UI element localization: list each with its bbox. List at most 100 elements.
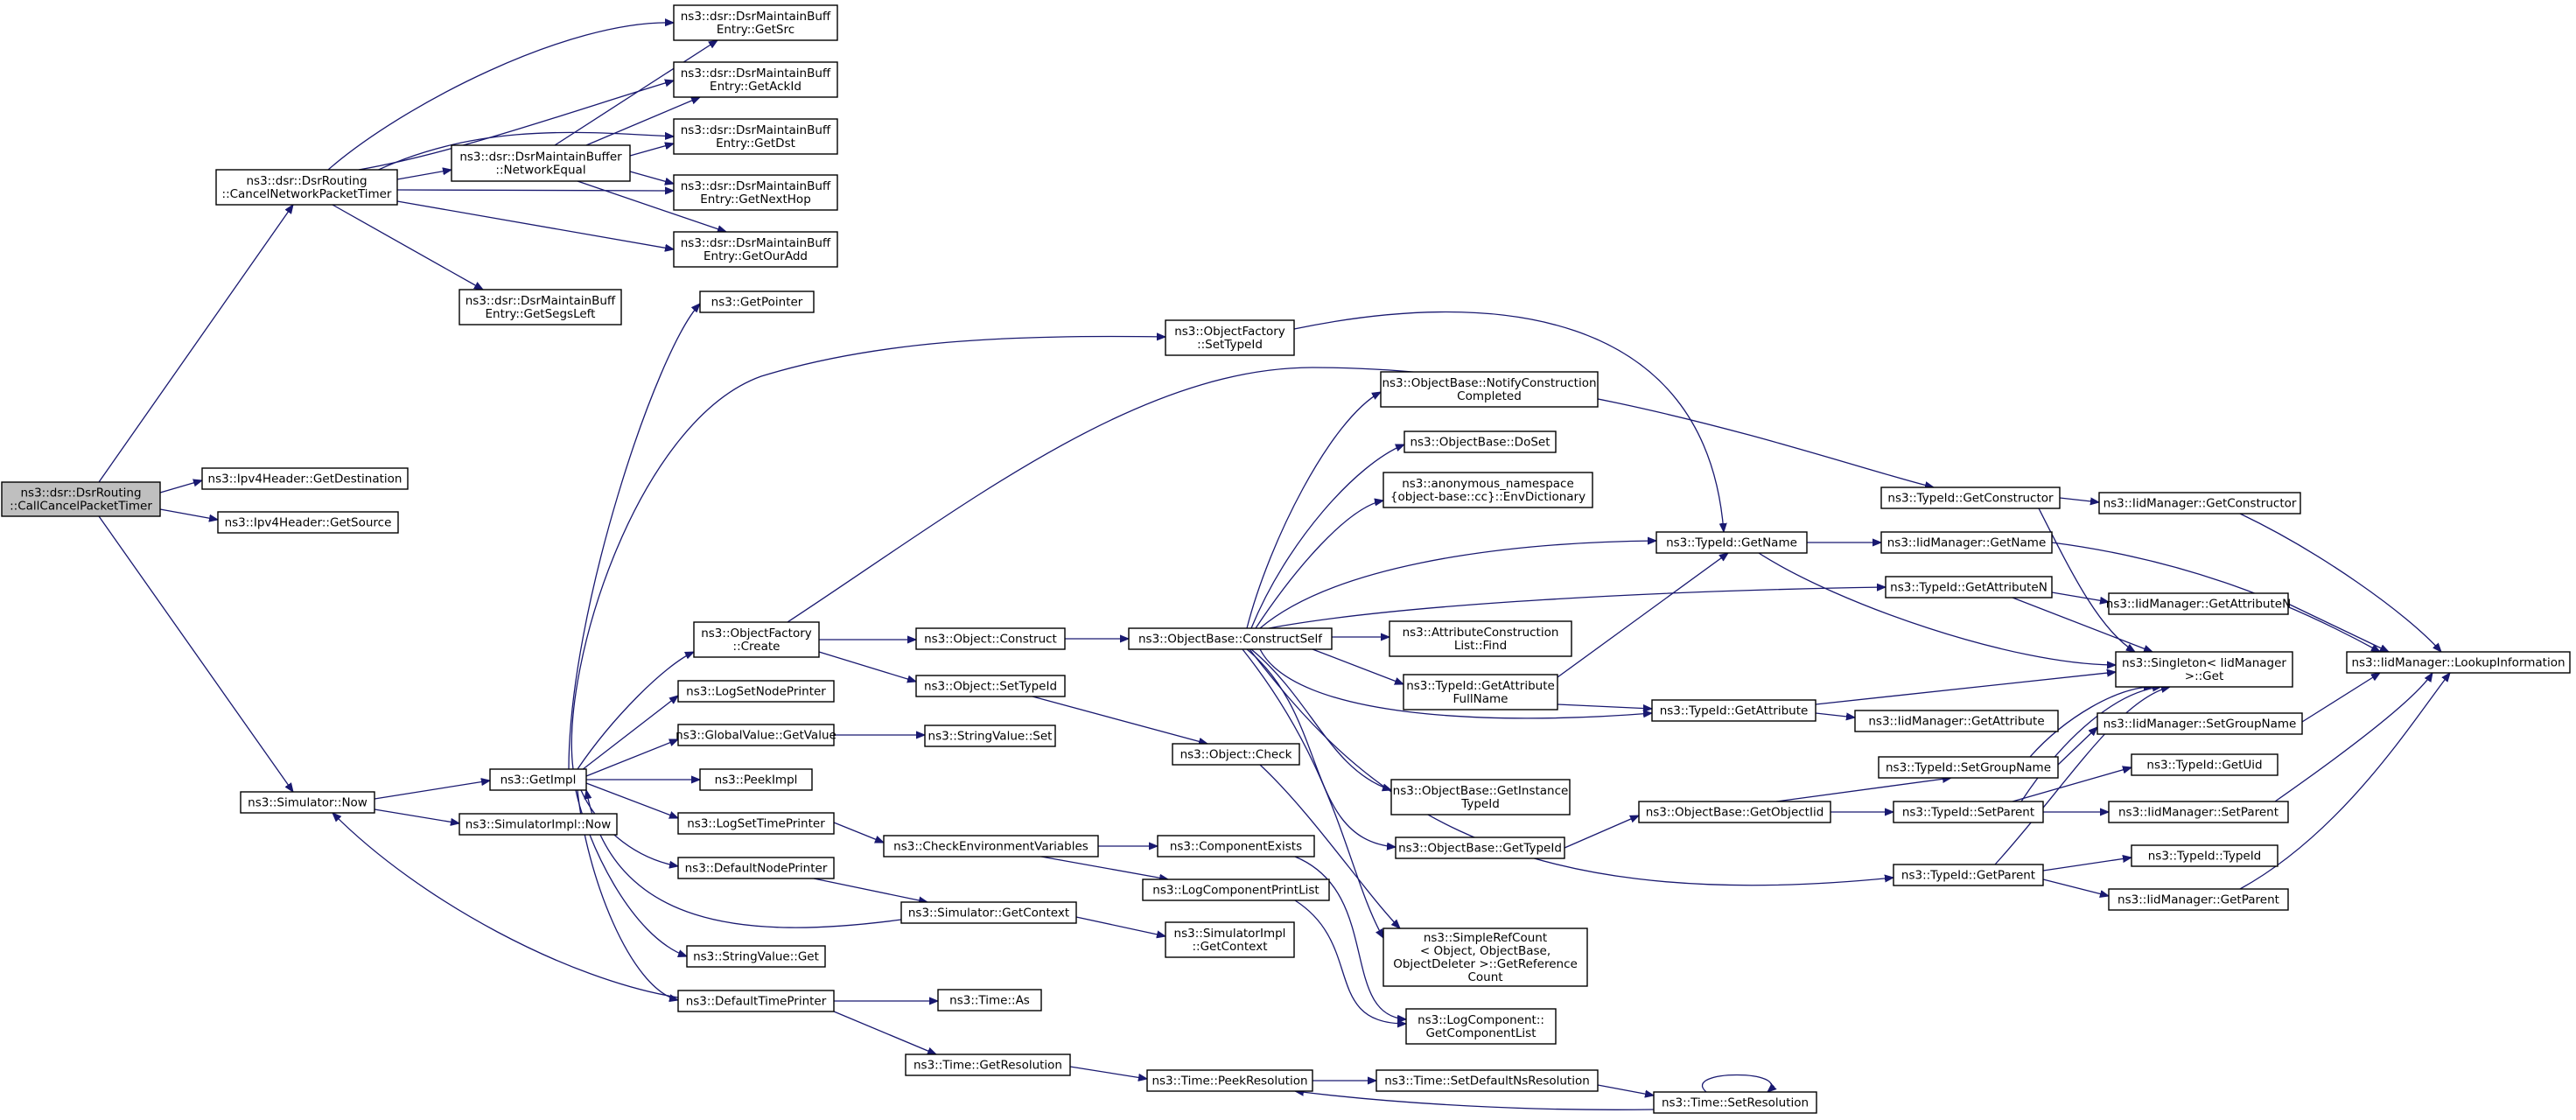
node-ipv4src[interactable]: ns3::Ipv4Header::GetSource <box>217 511 399 534</box>
node-label-line: ns3::TypeId::SetGroupName <box>1886 761 2051 775</box>
node-obnotify[interactable]: ns3::ObjectBase::NotifyConstructionCompl… <box>1380 371 1599 408</box>
node-box <box>915 627 1066 650</box>
node-imlookup[interactable]: ns3::IidManager::LookupInformation <box>2346 651 2571 674</box>
node-simplerefcount[interactable]: ns3::SimpleRefCount< Object, ObjectBase,… <box>1382 928 1588 987</box>
node-timegetres[interactable]: ns3::Time::GetResolution <box>905 1054 1071 1076</box>
node-tidgetuid[interactable]: ns3::TypeId::GetUid <box>2131 753 2278 776</box>
node-obgetobjtid[interactable]: ns3::ObjectBase::GetObjectIid <box>1638 801 1831 823</box>
node-logcompprint[interactable]: ns3::LogComponentPrintList <box>1142 878 1330 901</box>
node-box <box>1382 472 1593 508</box>
node-label-line: ns3::dsr::DsrRouting <box>246 174 367 188</box>
node-label-line: ns3::TypeId::GetName <box>1666 536 1797 550</box>
node-box <box>673 231 838 268</box>
node-compexists[interactable]: ns3::ComponentExists <box>1157 835 1315 858</box>
node-imgetctor[interactable]: ns3::IidManager::GetConstructor <box>2098 492 2301 514</box>
node-obgettypeid[interactable]: ns3::ObjectBase::GetTypeId <box>1395 836 1565 859</box>
node-ipv4dst[interactable]: ns3::Ipv4Header::GetDestination <box>201 467 409 490</box>
node-obconstructself[interactable]: ns3::ObjectBase::ConstructSelf <box>1128 627 1333 650</box>
node-checkenv[interactable]: ns3::CheckEnvironmentVariables <box>883 835 1099 858</box>
node-objconstruct[interactable]: ns3::Object::Construct <box>915 627 1066 650</box>
node-envdict[interactable]: ns3::anonymous_namespace{object-base::cc… <box>1382 472 1593 508</box>
node-timeas[interactable]: ns3::Time::As <box>937 989 1042 1012</box>
node-cancel[interactable]: ns3::dsr::DsrRouting::CancelNetworkPacke… <box>215 169 398 206</box>
node-simimplnow[interactable]: ns3::SimulatorImpl::Now <box>458 813 618 836</box>
node-ofsettypeid[interactable]: ns3::ObjectFactory::SetTypeId <box>1165 319 1295 356</box>
call-edge-root-to-simnow <box>98 515 293 792</box>
call-edge-getimpl-to-ofcreate <box>577 651 694 770</box>
node-timesetres[interactable]: ns3::Time::SetResolution <box>1653 1091 1817 1114</box>
node-label-line: ns3::AttributeConstruction <box>1403 626 1559 640</box>
node-tidgetattr[interactable]: ns3::TypeId::GetAttribute <box>1651 699 1816 722</box>
node-label-line: ns3::IidManager::GetParent <box>2118 893 2279 907</box>
node-imgetname[interactable]: ns3::IidManager::GetName <box>1880 531 2053 554</box>
call-edge-cancel-to-getouradd <box>396 200 674 249</box>
node-tidgetname[interactable]: ns3::TypeId::GetName <box>1656 531 1808 554</box>
node-imgetattr[interactable]: ns3::IidManager::GetAttribute <box>1854 710 2059 732</box>
node-label-line: ns3::Object::Construct <box>924 633 1057 647</box>
node-gvgetvalue[interactable]: ns3::GlobalValue::GetValue <box>676 724 836 746</box>
node-box <box>1146 1069 1313 1092</box>
call-edges <box>98 23 2450 1110</box>
node-imgetparent[interactable]: ns3::IidManager::GetParent <box>2108 888 2289 911</box>
node-ofcreate[interactable]: ns3::ObjectFactory::Create <box>693 621 820 658</box>
node-label-line: Entry::GetOurAdd <box>704 249 808 263</box>
call-edge-obconstructself-to-tidgetattrn <box>1268 587 1886 629</box>
node-label-line: ns3::IidManager::GetName <box>1887 536 2047 550</box>
node-netequal[interactable]: ns3::dsr::DsrMaintainBuffer::NetworkEqua… <box>451 144 631 182</box>
node-objcheck[interactable]: ns3::Object::Check <box>1172 743 1300 766</box>
node-label-line: ns3::Ipv4Header::GetDestination <box>208 472 402 486</box>
call-edge-ofcreate-to-tidgetctor <box>787 367 1934 623</box>
node-logsettime[interactable]: ns3::LogSetTimePrinter <box>677 812 835 835</box>
node-peekimpl[interactable]: ns3::PeekImpl <box>699 768 813 791</box>
node-label-line: ns3::ObjectBase::GetObjectIid <box>1646 806 1824 820</box>
node-singletonget[interactable]: ns3::Singleton< IidManager>::Get <box>2115 651 2293 688</box>
node-box <box>693 621 820 658</box>
node-imsetparent[interactable]: ns3::IidManager::SetParent <box>2108 801 2289 823</box>
call-edge-netequal-to-getsrc <box>554 40 718 146</box>
node-tidsetgroup[interactable]: ns3::TypeId::SetGroupName <box>1878 756 2059 779</box>
node-label-line: ns3::IidManager::GetAttributeN <box>2106 598 2291 612</box>
node-deftimeprinter[interactable]: ns3::DefaultTimePrinter <box>677 990 835 1012</box>
node-defnodeprinter[interactable]: ns3::DefaultNodePrinter <box>677 857 835 879</box>
node-root[interactable]: ns3::dsr::DsrRouting::CallCancelPacketTi… <box>1 481 161 517</box>
node-imsetgroup[interactable]: ns3::IidManager::SetGroupName <box>2096 712 2303 735</box>
node-objsettypeid[interactable]: ns3::Object::SetTypeId <box>915 675 1066 697</box>
node-logsetnode[interactable]: ns3::LogSetNodePrinter <box>677 680 835 703</box>
node-tidgetattrn[interactable]: ns3::TypeId::GetAttributeN <box>1885 576 2053 598</box>
node-tidgetparent[interactable]: ns3::TypeId::GetParent <box>1893 864 2044 886</box>
node-getpointer[interactable]: ns3::GetPointer <box>699 290 815 313</box>
node-label-line: Entry::GetSrc <box>717 23 794 37</box>
node-simnow[interactable]: ns3::Simulator::Now <box>240 791 375 814</box>
node-getnexthop[interactable]: ns3::dsr::DsrMaintainBuffEntry::GetNextH… <box>673 174 838 211</box>
node-label-line: {object-base::cc}::EnvDictionary <box>1390 490 1586 504</box>
node-timepeekres[interactable]: ns3::Time::PeekResolution <box>1146 1069 1313 1092</box>
node-tidtypeid[interactable]: ns3::TypeId::TypeId <box>2131 844 2278 867</box>
node-obdoset[interactable]: ns3::ObjectBase::DoSet <box>1404 430 1557 453</box>
call-edge-tidgetctor-to-singletonget <box>2038 508 2135 652</box>
node-getsegsleft[interactable]: ns3::dsr::DsrMaintainBuffEntry::GetSegsL… <box>458 289 622 326</box>
node-getouradd[interactable]: ns3::dsr::DsrMaintainBuffEntry::GetOurAd… <box>673 231 838 268</box>
call-edge-getimpl-to-gvgetvalue <box>585 738 678 777</box>
node-simgetcontext[interactable]: ns3::Simulator::GetContext <box>900 901 1077 924</box>
node-tidgetctor[interactable]: ns3::TypeId::GetConstructor <box>1880 486 2061 509</box>
node-strvalset[interactable]: ns3::StringValue::Set <box>924 724 1056 747</box>
node-box <box>686 945 826 968</box>
node-simimplgetctx[interactable]: ns3::SimulatorImpl::GetContext <box>1165 921 1295 958</box>
node-imgetattrn[interactable]: ns3::IidManager::GetAttributeN <box>2106 592 2291 615</box>
node-strvalget[interactable]: ns3::StringValue::Get <box>686 945 826 968</box>
node-label-line: ns3::dsr::DsrMaintainBuffer <box>459 150 622 164</box>
node-timesetdefns[interactable]: ns3::Time::SetDefaultNsResolution <box>1376 1069 1599 1092</box>
call-edge-imgetname-to-imlookup <box>2051 542 2380 652</box>
call-edge-compexists-to-logcompgetlist <box>1294 856 1406 1019</box>
node-box <box>1880 486 2061 509</box>
node-getimpl[interactable]: ns3::GetImpl <box>489 768 587 791</box>
node-tidsetparent[interactable]: ns3::TypeId::SetParent <box>1893 801 2044 823</box>
node-label-line: ObjectDeleter >::GetReference <box>1393 957 1578 971</box>
node-logcompgetlist[interactable]: ns3::LogComponent::GetComponentList <box>1405 1008 1557 1045</box>
